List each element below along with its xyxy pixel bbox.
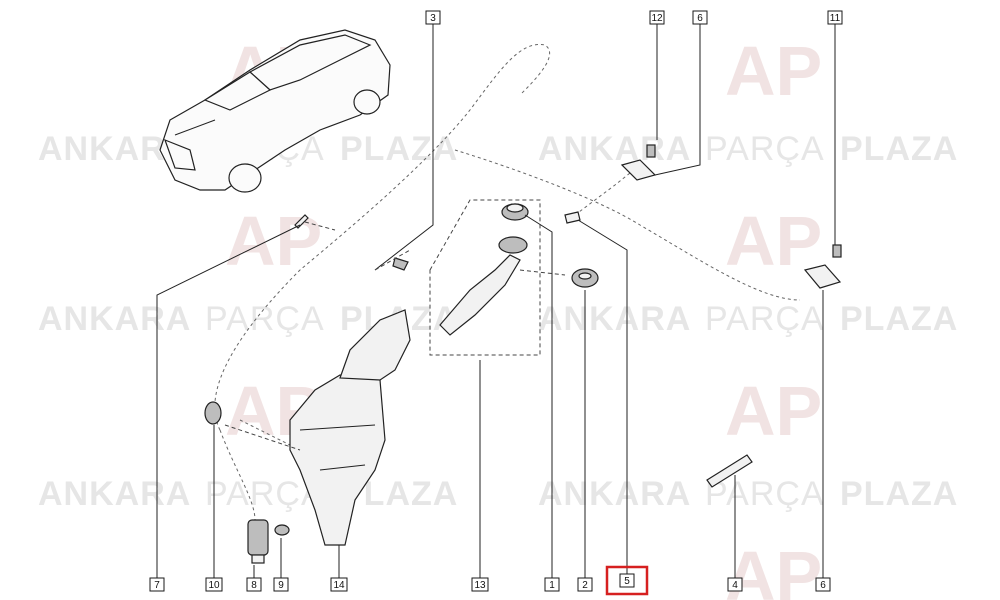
- callout-10[interactable]: 10: [205, 577, 223, 592]
- callout-12[interactable]: 12: [649, 10, 665, 25]
- callout-6-bottom[interactable]: 6: [815, 577, 831, 592]
- hose-segment: [706, 454, 753, 488]
- watermark-text-row-3: ANKARA PARÇA PLAZA ANKARA PARÇA PLAZA: [38, 475, 958, 513]
- callout-9[interactable]: 9: [273, 577, 289, 592]
- washer-reservoir: [289, 309, 411, 546]
- svg-text:PLAZA: PLAZA: [840, 130, 958, 168]
- car-illustration: [159, 29, 391, 193]
- callout-1[interactable]: 1: [544, 577, 560, 592]
- nozzle-right: [803, 244, 842, 289]
- callout-7[interactable]: 7: [149, 577, 165, 592]
- svg-text:PARÇA: PARÇA: [705, 475, 825, 513]
- svg-text:PLAZA: PLAZA: [840, 475, 958, 513]
- svg-text:5: 5: [624, 576, 630, 587]
- svg-text:11: 11: [830, 13, 841, 24]
- callout-5-highlighted[interactable]: 5: [605, 565, 649, 596]
- nozzle-left: [620, 144, 657, 181]
- svg-text:ANKARA: ANKARA: [538, 300, 691, 338]
- hose-branch: [454, 149, 801, 301]
- pump-seal: [274, 524, 290, 536]
- svg-text:4: 4: [732, 580, 738, 591]
- callout-6-top[interactable]: 6: [692, 10, 708, 25]
- svg-text:ANKARA: ANKARA: [538, 475, 691, 513]
- svg-text:2: 2: [582, 580, 588, 591]
- svg-text:ANKARA: ANKARA: [538, 130, 691, 168]
- svg-text:9: 9: [278, 580, 284, 591]
- filter: [204, 401, 222, 425]
- callout-4[interactable]: 4: [727, 577, 743, 592]
- filler-neck: [439, 236, 528, 336]
- svg-text:AP: AP: [725, 372, 822, 450]
- svg-text:10: 10: [208, 580, 220, 591]
- svg-text:AP: AP: [225, 202, 322, 280]
- filler-cap: [501, 203, 529, 221]
- callout-3[interactable]: 3: [425, 10, 441, 25]
- svg-text:3: 3: [430, 13, 436, 24]
- svg-text:6: 6: [697, 13, 703, 24]
- highlight-frame: [605, 565, 649, 596]
- connector: [564, 211, 581, 224]
- svg-text:12: 12: [651, 13, 663, 24]
- svg-text:PARÇA: PARÇA: [705, 300, 825, 338]
- svg-text:13: 13: [474, 580, 486, 591]
- svg-text:6: 6: [820, 580, 826, 591]
- hose-jet: [574, 164, 641, 216]
- svg-text:PARÇA: PARÇA: [705, 130, 825, 168]
- svg-text:ANKARA: ANKARA: [38, 475, 191, 513]
- svg-text:PLAZA: PLAZA: [840, 300, 958, 338]
- hose-main: [214, 43, 551, 431]
- svg-text:AP: AP: [725, 32, 822, 110]
- filler-group-outline: [429, 199, 541, 356]
- svg-text:14: 14: [333, 580, 345, 591]
- svg-text:ANKARA: ANKARA: [38, 300, 191, 338]
- watermark-text-row-2: ANKARA PARÇA PLAZA ANKARA PARÇA PLAZA: [38, 300, 958, 338]
- grommet: [571, 268, 599, 288]
- callout-11[interactable]: 11: [827, 10, 843, 25]
- callout-14[interactable]: 14: [330, 577, 348, 592]
- callout-8[interactable]: 8: [246, 577, 262, 592]
- svg-text:PARÇA: PARÇA: [205, 300, 325, 338]
- svg-text:AP: AP: [725, 202, 822, 280]
- svg-text:1: 1: [549, 580, 555, 591]
- hose-lower: [219, 429, 256, 521]
- callout-2[interactable]: 2: [577, 577, 593, 592]
- leader-lines: [156, 24, 836, 578]
- svg-text:PLAZA: PLAZA: [340, 130, 458, 168]
- callout-13[interactable]: 13: [471, 577, 489, 592]
- svg-text:7: 7: [154, 580, 160, 591]
- svg-text:8: 8: [251, 580, 257, 591]
- pump: [247, 519, 269, 564]
- clip: [392, 257, 409, 271]
